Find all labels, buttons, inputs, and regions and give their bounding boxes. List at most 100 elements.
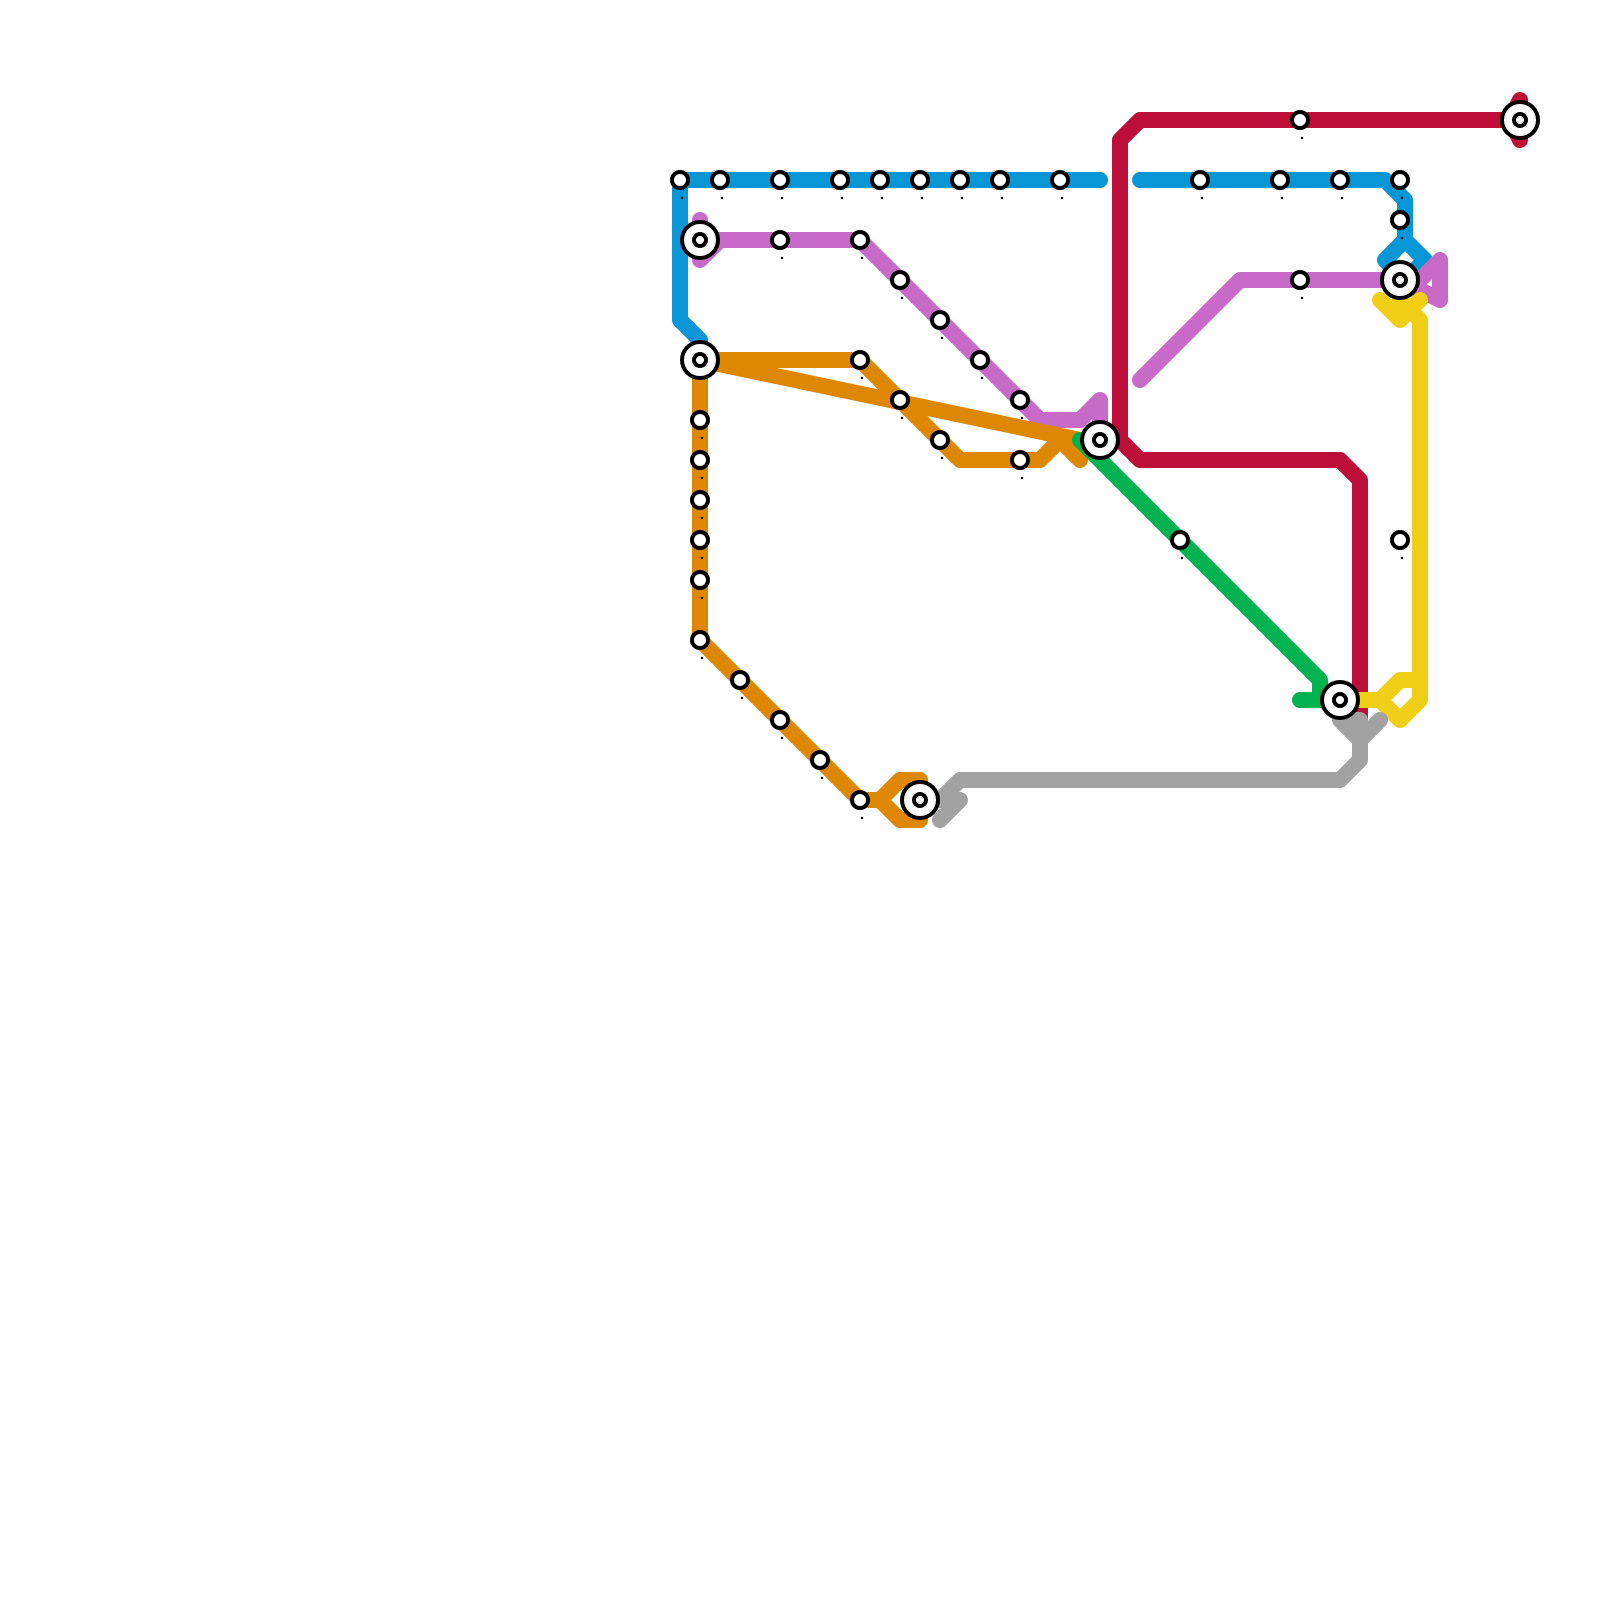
- station-label-marker: [1200, 196, 1204, 200]
- station-label-marker: [780, 256, 784, 260]
- station-label-marker: [1020, 416, 1024, 420]
- station-label-marker: [1340, 196, 1344, 200]
- station-stop[interactable]: [1390, 210, 1410, 230]
- interchange-inner-dot: [912, 792, 928, 808]
- interchange-inner-dot: [1332, 692, 1348, 708]
- station-label-marker: [700, 516, 704, 520]
- station-label-marker: [680, 196, 684, 200]
- station-label-marker: [720, 196, 724, 200]
- station-stop[interactable]: [770, 710, 790, 730]
- station-stop[interactable]: [970, 350, 990, 370]
- station-label-marker: [880, 196, 884, 200]
- station-ticks: [680, 136, 1404, 820]
- station-stop[interactable]: [730, 670, 750, 690]
- line-yellow[interactable]: [1352, 292, 1428, 728]
- interchange-station[interactable]: [1080, 420, 1120, 460]
- station-label-marker: [820, 776, 824, 780]
- station-stop[interactable]: [930, 310, 950, 330]
- interchange-inner-dot: [1092, 432, 1108, 448]
- station-stop[interactable]: [770, 230, 790, 250]
- station-stop[interactable]: [890, 270, 910, 290]
- station-stop[interactable]: [890, 390, 910, 410]
- station-stop[interactable]: [1190, 170, 1210, 190]
- station-stop[interactable]: [690, 630, 710, 650]
- station-stop[interactable]: [1290, 270, 1310, 290]
- station-label-marker: [840, 196, 844, 200]
- interchange-station[interactable]: [1380, 260, 1420, 300]
- station-stop[interactable]: [1050, 170, 1070, 190]
- station-stop[interactable]: [830, 170, 850, 190]
- station-label-marker: [740, 696, 744, 700]
- station-stop[interactable]: [1170, 530, 1190, 550]
- station-stop[interactable]: [810, 750, 830, 770]
- station-stop[interactable]: [850, 790, 870, 810]
- station-label-marker: [1280, 196, 1284, 200]
- station-label-marker: [780, 736, 784, 740]
- station-label-marker: [1300, 136, 1304, 140]
- station-label-marker: [940, 456, 944, 460]
- station-label-marker: [1300, 296, 1304, 300]
- station-stop[interactable]: [1010, 390, 1030, 410]
- station-stop[interactable]: [690, 570, 710, 590]
- station-stop[interactable]: [690, 410, 710, 430]
- station-label-marker: [980, 376, 984, 380]
- station-label-marker: [960, 196, 964, 200]
- station-stop[interactable]: [870, 170, 890, 190]
- station-label-marker: [700, 656, 704, 660]
- station-stop[interactable]: [1290, 110, 1310, 130]
- station-label-marker: [780, 196, 784, 200]
- station-label-marker: [700, 596, 704, 600]
- station-label-marker: [1180, 556, 1184, 560]
- station-stop[interactable]: [950, 170, 970, 190]
- station-stop[interactable]: [850, 230, 870, 250]
- station-label-marker: [1400, 556, 1404, 560]
- station-stop[interactable]: [670, 170, 690, 190]
- line-crimson[interactable]: [1112, 92, 1528, 448]
- station-stop[interactable]: [1330, 170, 1350, 190]
- station-stop[interactable]: [990, 170, 1010, 190]
- station-label-marker: [1000, 196, 1004, 200]
- station-stop[interactable]: [1270, 170, 1290, 190]
- interchange-inner-dot: [692, 232, 708, 248]
- station-stop[interactable]: [1390, 530, 1410, 550]
- line-violet-east[interactable]: [1132, 252, 1448, 388]
- interchange-inner-dot: [1512, 112, 1528, 128]
- station-label-marker: [940, 336, 944, 340]
- interchange-inner-dot: [692, 352, 708, 368]
- interchange-station[interactable]: [680, 220, 720, 260]
- interchange-station[interactable]: [1320, 680, 1360, 720]
- station-stop[interactable]: [910, 170, 930, 190]
- station-stop[interactable]: [1010, 450, 1030, 470]
- station-stop[interactable]: [690, 450, 710, 470]
- station-label-marker: [920, 196, 924, 200]
- line-gray[interactable]: [932, 712, 1388, 828]
- station-stop[interactable]: [690, 490, 710, 510]
- station-stop[interactable]: [1390, 170, 1410, 190]
- station-label-marker: [700, 556, 704, 560]
- station-label-marker: [700, 436, 704, 440]
- line-blue-east[interactable]: [1132, 172, 1433, 288]
- station-stop[interactable]: [690, 530, 710, 550]
- interchange-station[interactable]: [1500, 100, 1540, 140]
- interchange-station[interactable]: [680, 340, 720, 380]
- station-label-marker: [700, 476, 704, 480]
- line-orange-south[interactable]: [692, 352, 928, 828]
- line-yellow-top[interactable]: [1372, 292, 1428, 328]
- station-stop[interactable]: [710, 170, 730, 190]
- station-label-marker: [1060, 196, 1064, 200]
- station-label-marker: [860, 376, 864, 380]
- stations: [670, 110, 1410, 810]
- station-stop[interactable]: [770, 170, 790, 190]
- station-label-marker: [1400, 196, 1404, 200]
- station-label-marker: [1020, 476, 1024, 480]
- station-label-marker: [860, 816, 864, 820]
- station-stop[interactable]: [850, 350, 870, 370]
- station-stop[interactable]: [930, 430, 950, 450]
- station-label-marker: [860, 256, 864, 260]
- line-green[interactable]: [1072, 432, 1328, 708]
- interchange-inner-dot: [1392, 272, 1408, 288]
- interchanges: [680, 100, 1540, 820]
- interchange-station[interactable]: [900, 780, 940, 820]
- station-label-marker: [900, 296, 904, 300]
